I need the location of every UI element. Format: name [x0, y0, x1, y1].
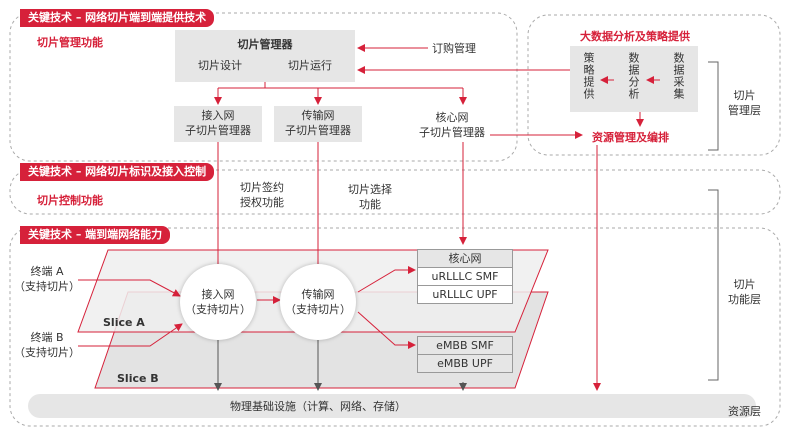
- embb-upf: eMBB UPF: [418, 354, 512, 372]
- core-net-title: 核心网: [418, 250, 512, 268]
- resource-layer-label: 资源层: [728, 405, 761, 418]
- core-net-slice-a: 核心网 uRLLLC SMF uRLLLC UPF: [417, 249, 513, 304]
- order-mgmt-label: 订购管理: [432, 42, 476, 55]
- urllc-smf: uRLLLC SMF: [431, 270, 499, 283]
- control-func-label: 切片控制功能: [37, 194, 103, 207]
- terminal-a: 终端 A （支持切片）: [14, 265, 80, 293]
- policy-provide-label: 策略提供: [582, 52, 595, 100]
- capability-tag: 关键技术 – 端到端网络能力: [20, 226, 171, 244]
- big-data-box: 策略提供 数据分析 数据采集: [570, 46, 698, 112]
- provision-tag: 关键技术 – 网络切片端到端提供技术: [20, 9, 215, 27]
- terminal-b: 终端 B （支持切片）: [14, 331, 80, 359]
- big-data-title: 大数据分析及策略提供: [580, 30, 690, 43]
- core-sub-manager: 核心网 子切片管理器: [419, 111, 485, 139]
- embb-smf: eMBB SMF: [418, 337, 512, 354]
- slice-a-label: Slice A: [103, 316, 145, 329]
- core-net-slice-b: eMBB SMF eMBB UPF: [417, 336, 513, 373]
- slice-design-label: 切片设计: [198, 59, 242, 72]
- provision-region: [9, 12, 518, 162]
- provision-func-label: 切片管理功能: [37, 36, 103, 49]
- func-layer-label: 切片 功能层: [728, 278, 761, 306]
- infrastructure-label: 物理基础设施（计算、网络、存储）: [230, 400, 406, 413]
- control-tag: 关键技术 – 网络切片标识及接入控制: [20, 163, 215, 181]
- infrastructure-bar: [28, 394, 756, 418]
- resource-mgmt-label: 资源管理及编排: [592, 131, 669, 144]
- control-region: [9, 169, 781, 215]
- data-collect-label: 数据采集: [672, 52, 685, 100]
- slice-select-label: 切片选择 功能: [348, 183, 392, 211]
- bigdata-region: [527, 14, 781, 156]
- access-sub-manager: 接入网 子切片管理器: [174, 106, 262, 142]
- access-network-node: 接入网 （支持切片）: [180, 264, 256, 340]
- urllc-upf: uRLLLC UPF: [418, 285, 512, 303]
- transport-network-node: 传输网 （支持切片）: [280, 264, 356, 340]
- capability-region: [9, 227, 781, 427]
- slice-manager-title: 切片管理器: [237, 38, 293, 51]
- sign-auth-label: 切片签约 授权功能: [240, 181, 284, 209]
- transport-sub-manager: 传输网 子切片管理器: [274, 106, 362, 142]
- data-analysis-label: 数据分析: [627, 52, 640, 100]
- slice-run-label: 切片运行: [288, 59, 332, 72]
- slice-manager: 切片管理器 切片设计 切片运行: [175, 30, 355, 82]
- mgmt-layer-label: 切片 管理层: [728, 89, 761, 117]
- slice-b-label: Slice B: [117, 372, 159, 385]
